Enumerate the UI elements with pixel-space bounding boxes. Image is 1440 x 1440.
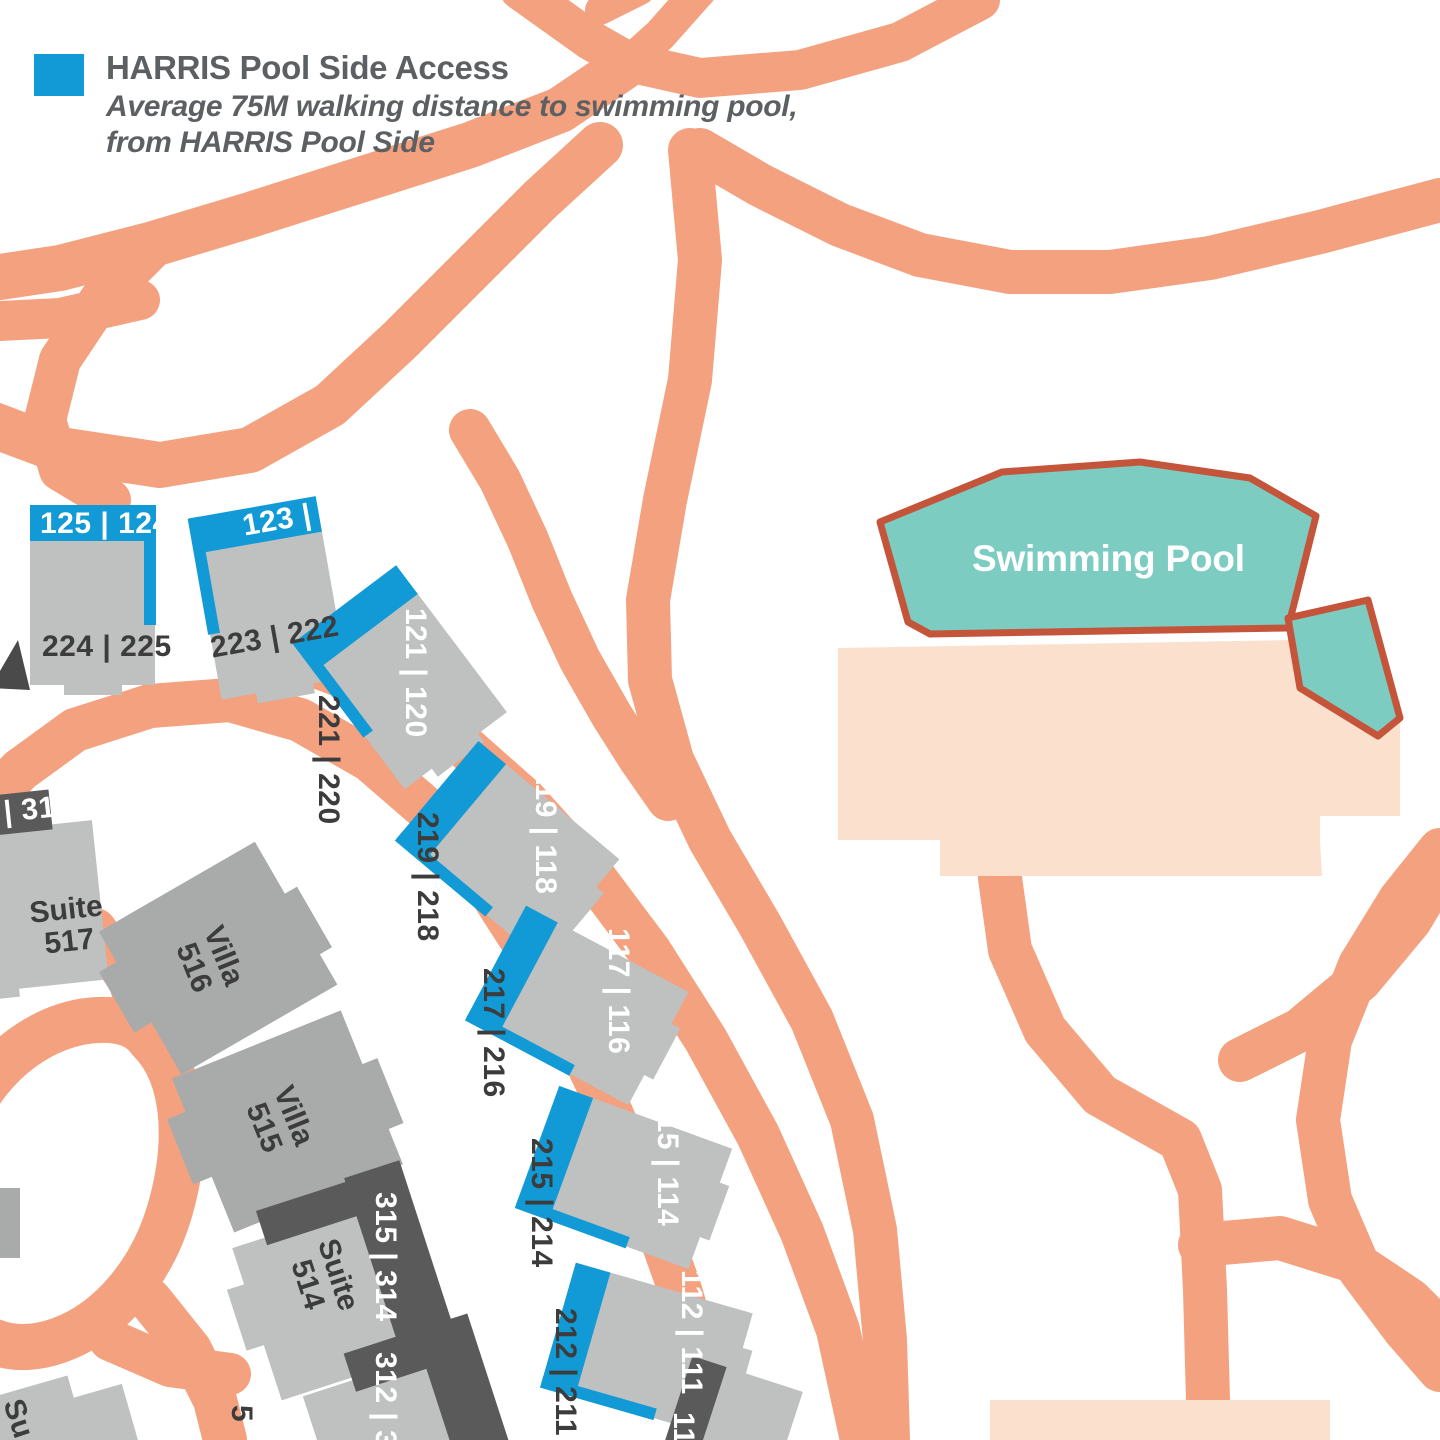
pool-water-secondary xyxy=(1284,596,1404,740)
building-villa-515[interactable] xyxy=(153,1004,417,1240)
legend-subtitle-line-2: from HARRIS Pool Side xyxy=(106,125,435,159)
legend-subtitle-line-1: Average 75M walking distance to swimming… xyxy=(106,89,798,123)
pool-deck xyxy=(838,612,1400,876)
road-inner-arc xyxy=(449,409,689,821)
legend-text-block: HARRIS Pool Side Access Average 75M walk… xyxy=(106,49,798,161)
building-suite-bottomleft[interactable] xyxy=(0,1362,153,1440)
building-left-edge-partial[interactable] xyxy=(0,1188,20,1258)
road-west-horizontal xyxy=(0,280,160,342)
building-312-3[interactable] xyxy=(294,1313,522,1440)
road-pool-stem xyxy=(978,856,1230,1440)
legend-subtitle: Average 75M walking distance to swimming… xyxy=(106,89,798,161)
road-bottomleft-oval xyxy=(0,996,205,1370)
building-suite-517[interactable] xyxy=(0,785,109,1006)
road-nw-diagonal xyxy=(0,41,651,301)
legend-title: HARRIS Pool Side Access xyxy=(106,49,509,86)
building-125-124[interactable] xyxy=(30,505,156,695)
building-bottom-dark-badge[interactable] xyxy=(652,1356,803,1440)
building-115-114[interactable] xyxy=(514,1085,742,1275)
road-pool-ne xyxy=(1218,848,1440,1082)
building-119-118[interactable] xyxy=(394,741,627,965)
road-west-loop xyxy=(0,678,252,823)
pool-water-main xyxy=(876,458,1320,638)
legend-color-swatch xyxy=(34,54,84,96)
legend: HARRIS Pool Side Access Average 75M walk… xyxy=(34,49,798,161)
road-outer-arc-west xyxy=(0,122,623,488)
road-bottomleft-link xyxy=(89,1319,251,1395)
road-centre-main xyxy=(626,128,910,1440)
pool-complex xyxy=(838,458,1404,1440)
building-villa-516[interactable] xyxy=(82,835,350,1085)
decor-triangle-left xyxy=(0,640,30,690)
road-top-stub-up xyxy=(585,0,652,25)
road-top-spur-ne xyxy=(608,0,1000,98)
pool-deck-lower-strip xyxy=(990,1400,1330,1440)
building-121-120[interactable] xyxy=(292,565,513,798)
building-117-116[interactable] xyxy=(464,905,697,1112)
road-centre-loop-east xyxy=(678,128,1440,294)
